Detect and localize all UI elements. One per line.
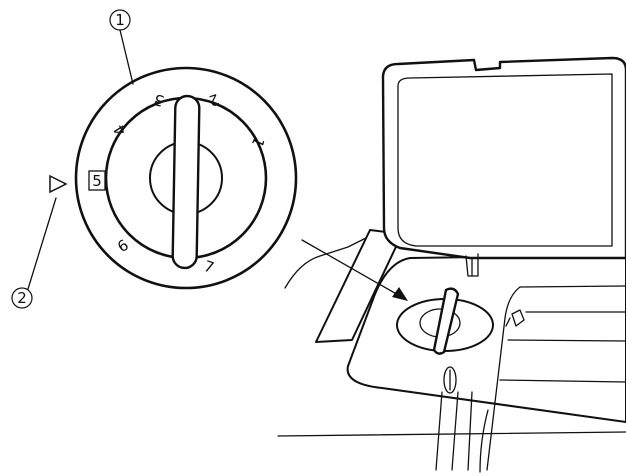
guide-line [284, 237, 367, 289]
plate-line-5 [479, 409, 489, 473]
bobbin-cover-lid [381, 56, 626, 277]
dial-outer-ring [74, 66, 298, 290]
arrow-shaft [301, 239, 401, 297]
callout-2-leader [27, 197, 57, 290]
plate-line-4 [499, 379, 626, 383]
callout-2-label: 2 [17, 289, 27, 307]
callout-2: 2 [11, 197, 57, 309]
callout-1-leader [119, 29, 134, 85]
cover-sheet [315, 229, 403, 343]
plate-line-3 [507, 339, 626, 342]
plate-line-1 [519, 285, 626, 288]
machine-bed [277, 229, 626, 473]
descender-left-b [451, 391, 459, 471]
needle-plate [346, 254, 626, 423]
callout-2-circle [11, 287, 33, 309]
bed-edge-line [277, 431, 626, 437]
dial-number-5-box [88, 170, 106, 191]
dial-knob-bar [171, 94, 201, 270]
plate-latch [505, 309, 525, 327]
descender-left-a [435, 391, 443, 471]
lid-inner [397, 73, 613, 247]
dial-number-7: 7 [202, 257, 217, 277]
dial-number-1: 1 [248, 134, 268, 150]
feed-slot [443, 366, 457, 394]
dial-number-6: 6 [114, 236, 132, 256]
dial-number-5: 5 [92, 172, 102, 190]
indicator-arrow [301, 239, 408, 301]
arrow-head [392, 287, 408, 301]
bobbin-lever [432, 287, 460, 355]
plate-slot-edge [486, 286, 521, 471]
descender-mid [467, 391, 473, 471]
lid-hinge [465, 253, 479, 277]
callout-1-label: 1 [115, 11, 125, 29]
bobbin-in-case [396, 287, 494, 355]
triangle-pointer-icon [49, 174, 68, 194]
tension-dial: 1 2 3 4 5 6 7 [74, 66, 298, 290]
dial-number-3: 3 [152, 90, 167, 110]
lid-outer [381, 56, 626, 260]
callout-1: 1 [109, 9, 134, 85]
